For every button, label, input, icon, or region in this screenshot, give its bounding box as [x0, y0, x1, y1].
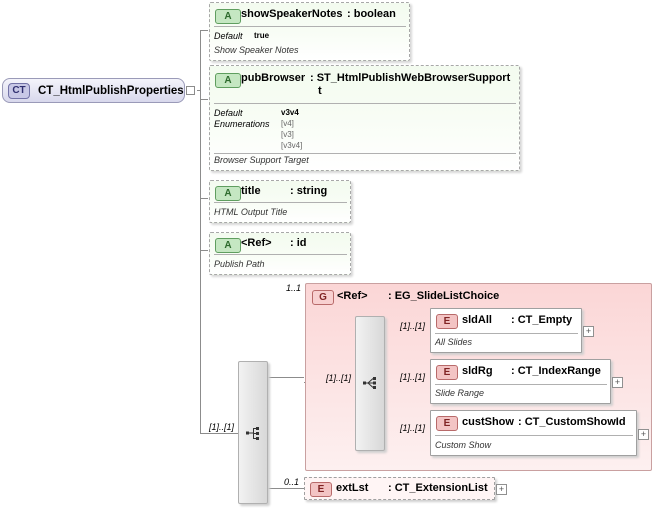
- separator: [214, 26, 406, 27]
- group-cardinality: 1..1: [286, 283, 302, 293]
- sequence-cardinality: [1]..[1]: [209, 422, 235, 432]
- enumerations-label: Enumerations: [214, 119, 270, 129]
- ext-cardinality: 0..1: [284, 477, 300, 487]
- default-value: true: [254, 31, 270, 40]
- choice-cardinality: [1]..[1]: [326, 373, 352, 383]
- attribute-badge: A: [215, 238, 241, 253]
- attribute-name: showSpeakerNotes: [241, 8, 343, 20]
- choice-compositor-icon: [363, 377, 376, 389]
- element-badge: E: [310, 482, 332, 497]
- element-sld-rg[interactable]: E sldRg : CT_IndexRange Slide Range: [430, 359, 611, 404]
- group-type: : EG_SlideListChoice: [388, 290, 500, 302]
- enum-value: [v3v4]: [281, 141, 303, 150]
- sequence-compositor[interactable]: [238, 361, 268, 504]
- element-ext-lst[interactable]: E extLst : CT_ExtensionList: [304, 477, 495, 500]
- group-name: <Ref>: [337, 290, 368, 302]
- complex-type-badge: CT: [8, 82, 30, 99]
- attribute-type-wrap: t: [318, 85, 322, 97]
- group-badge: G: [312, 290, 334, 305]
- root-collapse-connector[interactable]: [186, 86, 195, 95]
- expand-icon[interactable]: +: [583, 326, 594, 337]
- attribute-name: <Ref>: [241, 237, 272, 249]
- element-name: sldAll: [462, 314, 492, 326]
- element-type: : CT_CustomShowId: [518, 416, 626, 428]
- element-badge: E: [436, 365, 458, 380]
- enum-value: [v4]: [281, 119, 294, 128]
- element-type: : CT_ExtensionList: [388, 482, 488, 494]
- attribute-title[interactable]: A title : string HTML Output Title: [209, 180, 351, 223]
- expand-icon[interactable]: +: [612, 377, 623, 388]
- separator: [435, 333, 578, 334]
- attribute-doc: Browser Support Target: [214, 155, 309, 165]
- separator: [214, 254, 347, 255]
- element-doc: All Slides: [435, 337, 473, 347]
- separator: [435, 435, 633, 436]
- sequence-compositor-icon: [246, 427, 259, 440]
- default-value: v3v4: [281, 108, 299, 117]
- expand-icon[interactable]: +: [638, 429, 649, 440]
- element-badge: E: [436, 416, 458, 431]
- element-cardinality: [1]..[1]: [400, 423, 426, 433]
- default-label: Default: [214, 31, 243, 41]
- attribute-type: : boolean: [347, 8, 396, 20]
- attribute-badge: A: [215, 73, 241, 88]
- attribute-doc: Show Speaker Notes: [214, 45, 299, 55]
- element-name: custShow: [462, 416, 514, 428]
- attribute-type: : string: [290, 185, 328, 197]
- element-badge: E: [436, 314, 458, 329]
- attribute-doc: Publish Path: [214, 259, 265, 269]
- attribute-doc: HTML Output Title: [214, 207, 288, 217]
- separator: [435, 384, 607, 385]
- element-type: : CT_Empty: [511, 314, 573, 326]
- root-complex-type[interactable]: CT CT_HtmlPublishProperties: [2, 78, 185, 103]
- default-label: Default: [214, 108, 243, 118]
- attribute-type: : ST_HtmlPublishWebBrowserSupport: [310, 72, 511, 84]
- expand-icon[interactable]: +: [496, 484, 507, 495]
- element-type: : CT_IndexRange: [511, 365, 601, 377]
- element-cardinality: [1]..[1]: [400, 321, 426, 331]
- attribute-show-speaker-notes[interactable]: A showSpeakerNotes : boolean Default tru…: [209, 2, 410, 61]
- element-name: extLst: [336, 482, 369, 494]
- attribute-badge: A: [215, 186, 241, 201]
- separator: [214, 202, 347, 203]
- element-cardinality: [1]..[1]: [400, 372, 426, 382]
- attribute-ref-id[interactable]: A <Ref> : id Publish Path: [209, 232, 351, 275]
- element-sld-all[interactable]: E sldAll : CT_Empty All Slides: [430, 308, 582, 353]
- attribute-name: pubBrowser: [241, 72, 306, 84]
- attribute-badge: A: [215, 9, 241, 24]
- attribute-pub-browser[interactable]: A pubBrowser : ST_HtmlPublishWebBrowserS…: [209, 65, 520, 171]
- element-cust-show[interactable]: E custShow : CT_CustomShowId Custom Show: [430, 410, 637, 456]
- element-doc: Slide Range: [435, 388, 485, 398]
- attribute-name: title: [241, 185, 261, 197]
- separator: [214, 103, 516, 104]
- choice-compositor[interactable]: [355, 316, 385, 451]
- root-type-name: CT_HtmlPublishProperties: [38, 84, 184, 97]
- enum-value: [v3]: [281, 130, 294, 139]
- element-doc: Custom Show: [435, 440, 492, 450]
- separator: [214, 153, 516, 154]
- attribute-type: : id: [290, 237, 307, 249]
- element-name: sldRg: [462, 365, 493, 377]
